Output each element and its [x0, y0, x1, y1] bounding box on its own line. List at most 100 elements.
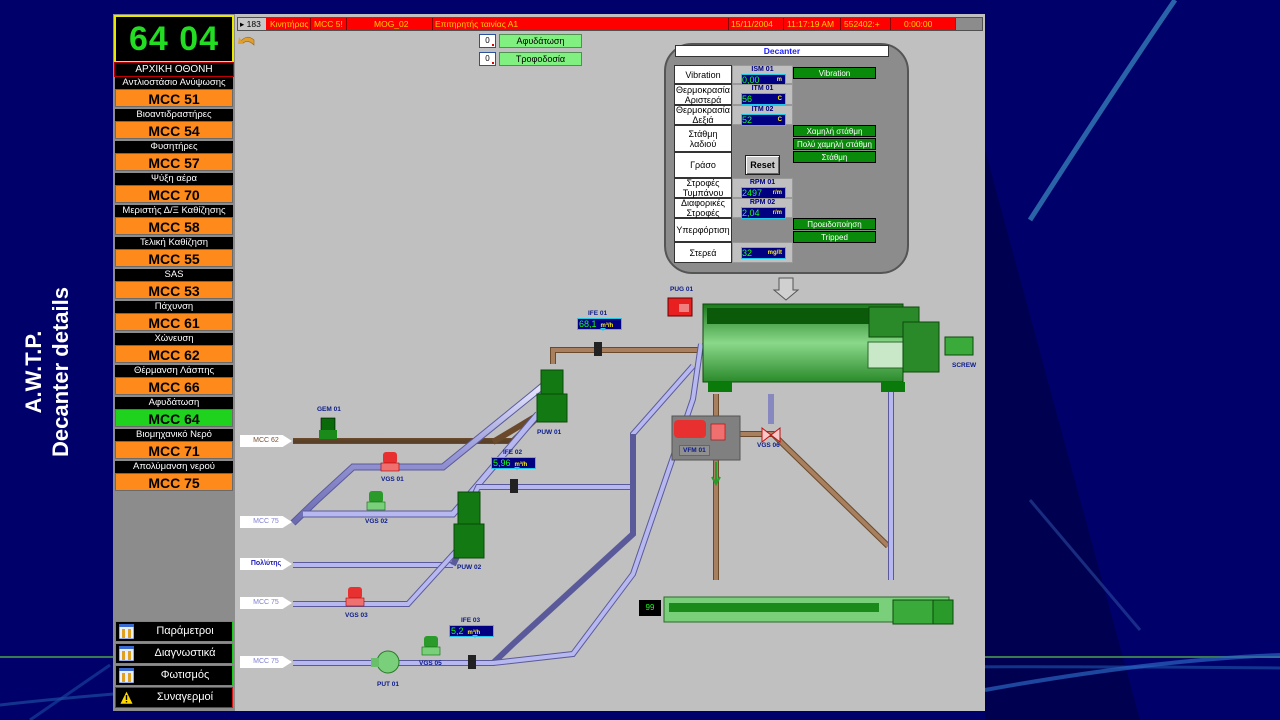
ife-03-meter	[468, 655, 476, 669]
slide-title: A.W.T.P. Decanter details	[20, 262, 80, 482]
source-mcc75-a[interactable]: MCC 75	[240, 516, 292, 528]
mcc-button[interactable]: MCC 57	[115, 153, 233, 171]
vgs-02-label[interactable]: VGS 02	[365, 518, 388, 525]
vfm-01-label[interactable]: VFM 01	[679, 445, 710, 456]
source-mcc62[interactable]: MCC 62	[240, 435, 292, 447]
bottom-nav-label: Παράμετροι	[156, 625, 214, 637]
mcc-button[interactable]: MCC 70	[115, 185, 233, 203]
mcc-button[interactable]: MCC 55	[115, 249, 233, 267]
diff-rpm-value: 2,04	[742, 208, 760, 218]
ife-02-meter	[510, 479, 518, 493]
status-scroll[interactable]	[955, 18, 982, 30]
mcc-area-label: Μεριστής Δ/Ξ Καθίζησης	[115, 205, 233, 217]
status-description: Επιτηρητής ταινίας Α1	[435, 19, 519, 29]
bottom-nav-0[interactable]: Παράμετροι	[115, 621, 233, 642]
slide-title-line2: Decanter details	[48, 287, 73, 457]
pug-01-label[interactable]: PUG 01	[670, 286, 694, 293]
vgs-06-label[interactable]: VGS 06	[757, 442, 780, 449]
put-01-pump	[371, 650, 400, 674]
bottom-nav-2[interactable]: Φωτισμός	[115, 665, 233, 686]
solids-value: 32	[742, 248, 753, 258]
vgs-05-valve	[421, 636, 441, 656]
drum-rpm-label: Στροφές Τυμπάνου	[674, 178, 732, 198]
bottom-nav-3[interactable]: Συναγερμοί	[115, 687, 233, 708]
process-diagram	[290, 277, 974, 674]
mcc-button[interactable]: MCC 54	[115, 121, 233, 139]
vibration-label: Vibration	[674, 65, 732, 84]
mcc-button[interactable]: MCC 64	[115, 409, 233, 427]
status-time: 11:17:19 AM	[787, 19, 835, 29]
grease-reset-button[interactable]: Reset	[745, 155, 780, 175]
dewatering-button[interactable]: 0 Αφυδάτωση	[479, 34, 582, 48]
feed-button[interactable]: 0 Τροφοδοσία	[479, 52, 582, 66]
vgs-05-label[interactable]: VGS 05	[419, 660, 442, 667]
vgs-03-label[interactable]: VGS 03	[345, 612, 368, 619]
status-code: 552402:+	[844, 19, 880, 29]
home-screen-button[interactable]: ΑΡΧΙΚΗ ΟΘΟΝΗ	[114, 62, 234, 77]
mcc-area-label: Αντλιοστάσιο Ανύψωσης	[115, 77, 233, 89]
status-device: MOG_02	[374, 19, 409, 29]
vibration-value: 0,00	[742, 75, 760, 85]
alarm-status-bar[interactable]: ▸ 183 Κινητήρας MCC 5! MOG_02 Επιτηρητής…	[237, 17, 983, 31]
mcc-button[interactable]: MCC 66	[115, 377, 233, 395]
source-mcc75-b[interactable]: MCC 75	[240, 597, 292, 609]
bottom-nav-1[interactable]: Διαγνωστικά	[115, 643, 233, 664]
mcc-button[interactable]: MCC 51	[115, 89, 233, 107]
mcc-area-label: Τελική Καθίζηση	[115, 237, 233, 249]
overload-label: Υπερφόρτιση	[674, 218, 732, 242]
puw-02-label[interactable]: PUW 02	[457, 564, 482, 571]
mcc-button[interactable]: MCC 61	[115, 313, 233, 331]
oil-level-label: Στάθμη λαδιού	[674, 125, 732, 152]
source-mcc75-c[interactable]: MCC 75	[240, 656, 292, 668]
status-mcc: MCC 5!	[314, 19, 343, 29]
status-date: 15/11/2004	[731, 19, 773, 29]
temp-right-label: Θερμοκρασία Δεξιά	[674, 105, 732, 125]
mcc-button[interactable]: MCC 62	[115, 345, 233, 363]
puw-02-pump	[453, 491, 485, 559]
screw-label[interactable]: SCREW	[952, 362, 977, 369]
ife-01-tag: IFE 01	[588, 310, 608, 317]
undo-icon[interactable]	[238, 34, 256, 48]
decanter-title: Decanter	[675, 45, 889, 57]
source-polymer[interactable]: Πολ\ύτης	[240, 558, 292, 570]
status-duration: 0:00:00	[904, 19, 933, 29]
gem-01-label[interactable]: GEM 01	[317, 406, 341, 413]
mcc-button[interactable]: MCC 53	[115, 281, 233, 299]
mcc-area-label: Ψύξη αέρα	[115, 173, 233, 185]
mcc-button[interactable]: MCC 71	[115, 441, 233, 459]
window-tools-icon	[119, 646, 134, 661]
mcc-area-label: Απολύμανση νερού	[115, 461, 233, 473]
vgs-01-label[interactable]: VGS 01	[381, 476, 404, 483]
warning-icon	[119, 690, 134, 705]
diff-rpm-label: Διαφορικές Στροφές	[674, 198, 732, 218]
mcc-button[interactable]: MCC 58	[115, 217, 233, 235]
puw-01-label[interactable]: PUW 01	[537, 429, 562, 436]
vgs-02-valve	[366, 491, 386, 511]
mcc-area-label: Αφυδάτωση	[115, 397, 233, 409]
put-01-label[interactable]: PUT 01	[377, 681, 400, 688]
vgs-06-valve	[761, 426, 781, 444]
decanter-machine	[702, 277, 974, 392]
conveyor-counter: 99	[639, 600, 661, 616]
mcc-area-label: Φυσητήρες	[115, 141, 233, 153]
mcc-area-label: SAS	[115, 269, 233, 281]
mcc-button[interactable]: MCC 75	[115, 473, 233, 491]
grease-label: Γράσο	[674, 152, 732, 178]
